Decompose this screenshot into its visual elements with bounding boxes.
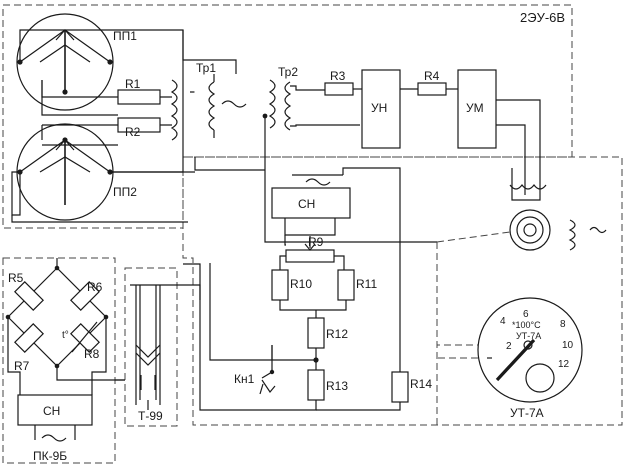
thermocouple-t99 [130,284,166,410]
thermocouple-border [124,267,178,427]
r6-label: R6 [87,280,103,294]
pp1-label: ПП1 [113,29,137,43]
gauge-scale-6: 6 [523,309,529,320]
r3-label: R3 [330,69,346,83]
gauge-scale-2: 2 [506,341,512,352]
resistor-r7 [14,323,44,353]
resistor-r13 [307,369,325,401]
power-supply-sn-bridge [17,394,93,426]
tr2-label: Тр2 [278,65,298,79]
gauge-ut7a [477,297,583,403]
sn-main-label: СН [298,197,315,211]
amplifier-um [457,69,497,149]
transformer-tr2 [262,79,292,131]
r1-label: R1 [125,77,141,91]
r14-label: R14 [410,377,432,391]
gauge-scale-8: 8 [560,319,566,330]
gauge-unit-border [182,156,623,426]
bridge-unit-label: ПК-9Б [33,449,67,463]
resistor-r6 [70,281,100,311]
pp2-label: ПП2 [113,185,137,199]
gauge-label: УТ-7А [510,406,544,420]
r8-label: R8 [84,347,100,361]
sn-bridge-label: СН [43,404,60,418]
gauge-face-model: УТ-7А [516,331,541,341]
resistor-r1 [117,89,161,105]
r2-label: R2 [125,125,141,139]
amplifier-un [361,69,401,149]
um-label: УМ [466,101,484,115]
button-kn1 [259,369,276,395]
bridge-unit-border [2,257,116,464]
r5-label: R5 [8,271,24,285]
resistor-r4 [417,82,447,96]
potentiometer-r9 [285,249,335,263]
r12-label: R12 [326,327,348,341]
t-degree-label: t° [62,330,69,341]
transformer-tr1 [170,74,247,141]
motor-pp2 [16,123,114,221]
motor-pp1 [16,13,114,111]
thermocouple-label: Т-99 [138,409,163,423]
r10-label: R10 [290,277,312,291]
resistor-r12 [307,317,325,349]
r7-label: R7 [14,359,30,373]
r11-label: R11 [356,277,377,291]
resistor-r3 [324,82,354,96]
r4-label: R4 [424,69,440,83]
un-label: УН [371,101,387,115]
gauge-scale-10: 10 [562,340,574,351]
main-unit-label: 2ЭУ-6В [520,10,565,25]
power-supply-sn-main [271,187,351,219]
gauge-unit-text: *100°С [512,320,541,330]
gauge-scale-12: 12 [558,359,570,370]
r9-label: R9 [308,235,324,249]
gauge-scale-4: 4 [500,316,506,327]
servo-head [509,209,551,251]
kn1-label: Кн1 [234,372,255,386]
resistor-r5 [14,281,44,311]
tr1-label: Тр1 [196,61,216,75]
resistor-r11 [337,269,355,301]
resistor-r14 [391,371,409,403]
r13-label: R13 [326,379,348,393]
resistor-r10 [271,269,289,301]
